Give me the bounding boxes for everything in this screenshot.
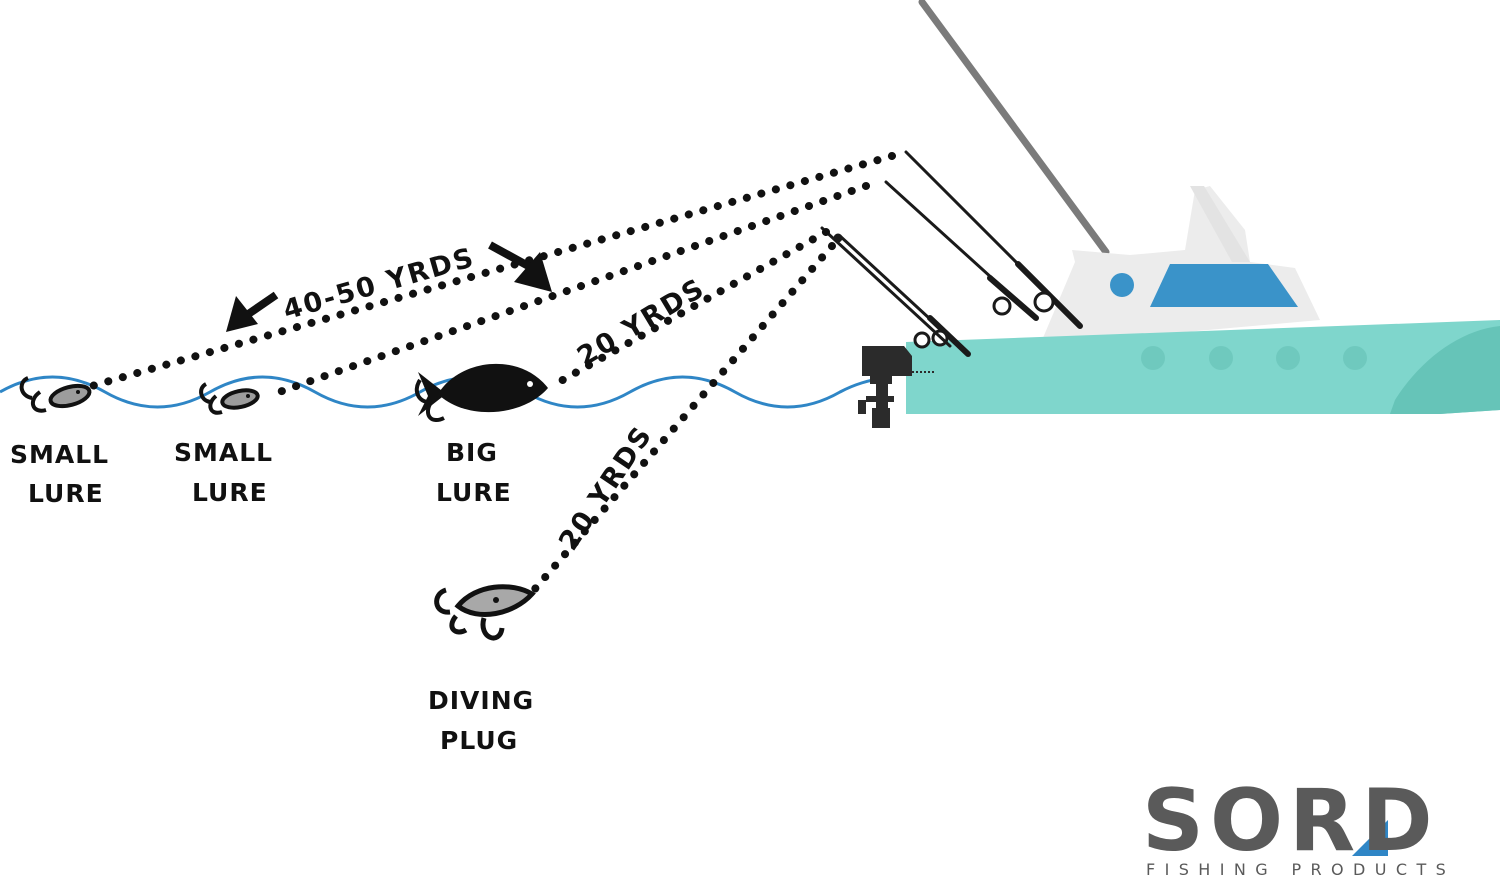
diving-plug-label-line1: DIVING: [428, 686, 535, 715]
arrow-left-icon: [226, 296, 258, 332]
big-lure-label-line2: LURE: [436, 478, 512, 507]
line-diving-plug: [530, 242, 836, 594]
trolling-lines: [88, 152, 896, 594]
rod: [820, 226, 952, 348]
line-small-lure-1: [88, 152, 896, 390]
distance-arrows: [226, 241, 552, 332]
logo-tagline: FISHING PRODUCTS: [1146, 860, 1456, 879]
big-lure-label-line1: BIG: [446, 438, 498, 467]
small-lure-1-label-line1: SMALL: [10, 440, 110, 469]
small-lure-2-label-line1: SMALL: [174, 438, 274, 467]
diving-plug-label-line2: PLUG: [440, 726, 519, 755]
boat-hull-shadow: [1390, 326, 1500, 414]
small-lure-icon: [199, 382, 260, 415]
small-lure-2-label-line2: LURE: [192, 478, 268, 507]
boat-hull: [906, 320, 1500, 414]
small-lure-1-label-line2: LURE: [28, 479, 104, 508]
fishing-rods: [820, 150, 1083, 357]
hull-porthole: [1209, 346, 1233, 370]
hull-porthole: [1343, 346, 1367, 370]
outrigger-pole: [918, 0, 1110, 256]
hull-porthole: [1276, 346, 1300, 370]
logo-accent-triangle: [1352, 820, 1388, 856]
sord-logo: SORD: [1142, 771, 1439, 871]
line-small-lure-2: [264, 182, 870, 400]
boat: [906, 186, 1500, 414]
cabin-window: [1150, 264, 1298, 307]
hull-porthole: [1141, 346, 1165, 370]
cabin-porthole: [1110, 273, 1134, 297]
small-lure-icon: [19, 376, 92, 413]
boat-tower: [1190, 186, 1250, 262]
arrow-right-icon: [514, 252, 552, 292]
big-lure-icon: [414, 363, 548, 423]
diving-plug-icon: [434, 584, 536, 641]
outboard-motor-icon: [858, 346, 934, 428]
